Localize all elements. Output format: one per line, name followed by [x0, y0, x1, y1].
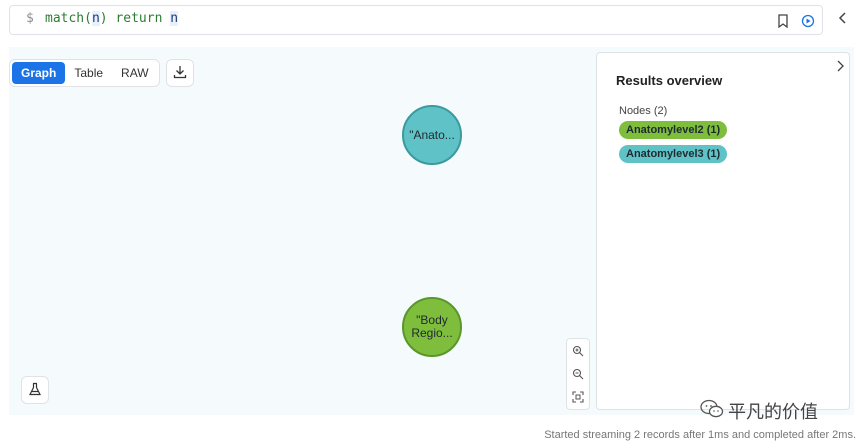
tab-table[interactable]: Table: [74, 66, 104, 80]
node-caption-line1: "Body: [416, 313, 448, 327]
run-query-icon[interactable]: [800, 13, 816, 29]
node-caption: "Anato...: [409, 127, 455, 142]
tab-graph[interactable]: Graph: [12, 62, 66, 84]
watermark: 平凡的价值: [700, 398, 818, 424]
watermark-text: 平凡的价值: [728, 402, 818, 423]
fit-to-screen-icon[interactable]: [571, 390, 585, 404]
query-part-return: return: [115, 11, 163, 26]
query-part-var: n: [91, 11, 100, 26]
query-part-match: match(: [45, 11, 92, 26]
view-tabs: Graph Table RAW: [9, 59, 160, 87]
flask-icon: [28, 381, 42, 400]
query-editor[interactable]: $ match(n) return n: [9, 5, 823, 35]
query-part-var2: n: [170, 11, 179, 26]
tab-raw[interactable]: RAW: [121, 66, 149, 80]
nodes-count-label: Nodes (2): [619, 105, 668, 117]
chevron-left-icon[interactable]: [834, 10, 850, 26]
wechat-icon: [700, 399, 724, 424]
label-chip-anatomylevel2[interactable]: Anatomylevel2 (1): [619, 121, 728, 139]
results-overview-panel: Results overview Nodes (2) Anatomylevel2…: [596, 52, 850, 410]
node-caption-line2: Regio...: [411, 326, 453, 340]
zoom-in-icon[interactable]: [571, 344, 585, 358]
status-message: Started streaming 2 records after 1ms an…: [544, 429, 856, 441]
overview-title: Results overview: [616, 73, 723, 88]
query-prompt: $: [26, 11, 34, 26]
label-chip-anatomylevel3[interactable]: Anatomylevel3 (1): [619, 145, 728, 163]
query-part-paren: ): [99, 11, 116, 26]
zoom-out-icon[interactable]: [571, 367, 585, 381]
chevron-right-icon[interactable]: [833, 59, 847, 73]
zoom-controls: [566, 338, 590, 410]
query-text[interactable]: match(n) return n: [45, 11, 179, 26]
bookmark-icon[interactable]: [775, 13, 791, 29]
graph-style-button[interactable]: [21, 376, 49, 404]
download-button[interactable]: [166, 59, 194, 87]
download-icon: [173, 64, 187, 83]
graph-node-anatomylevel3[interactable]: "Anato...: [402, 105, 462, 165]
